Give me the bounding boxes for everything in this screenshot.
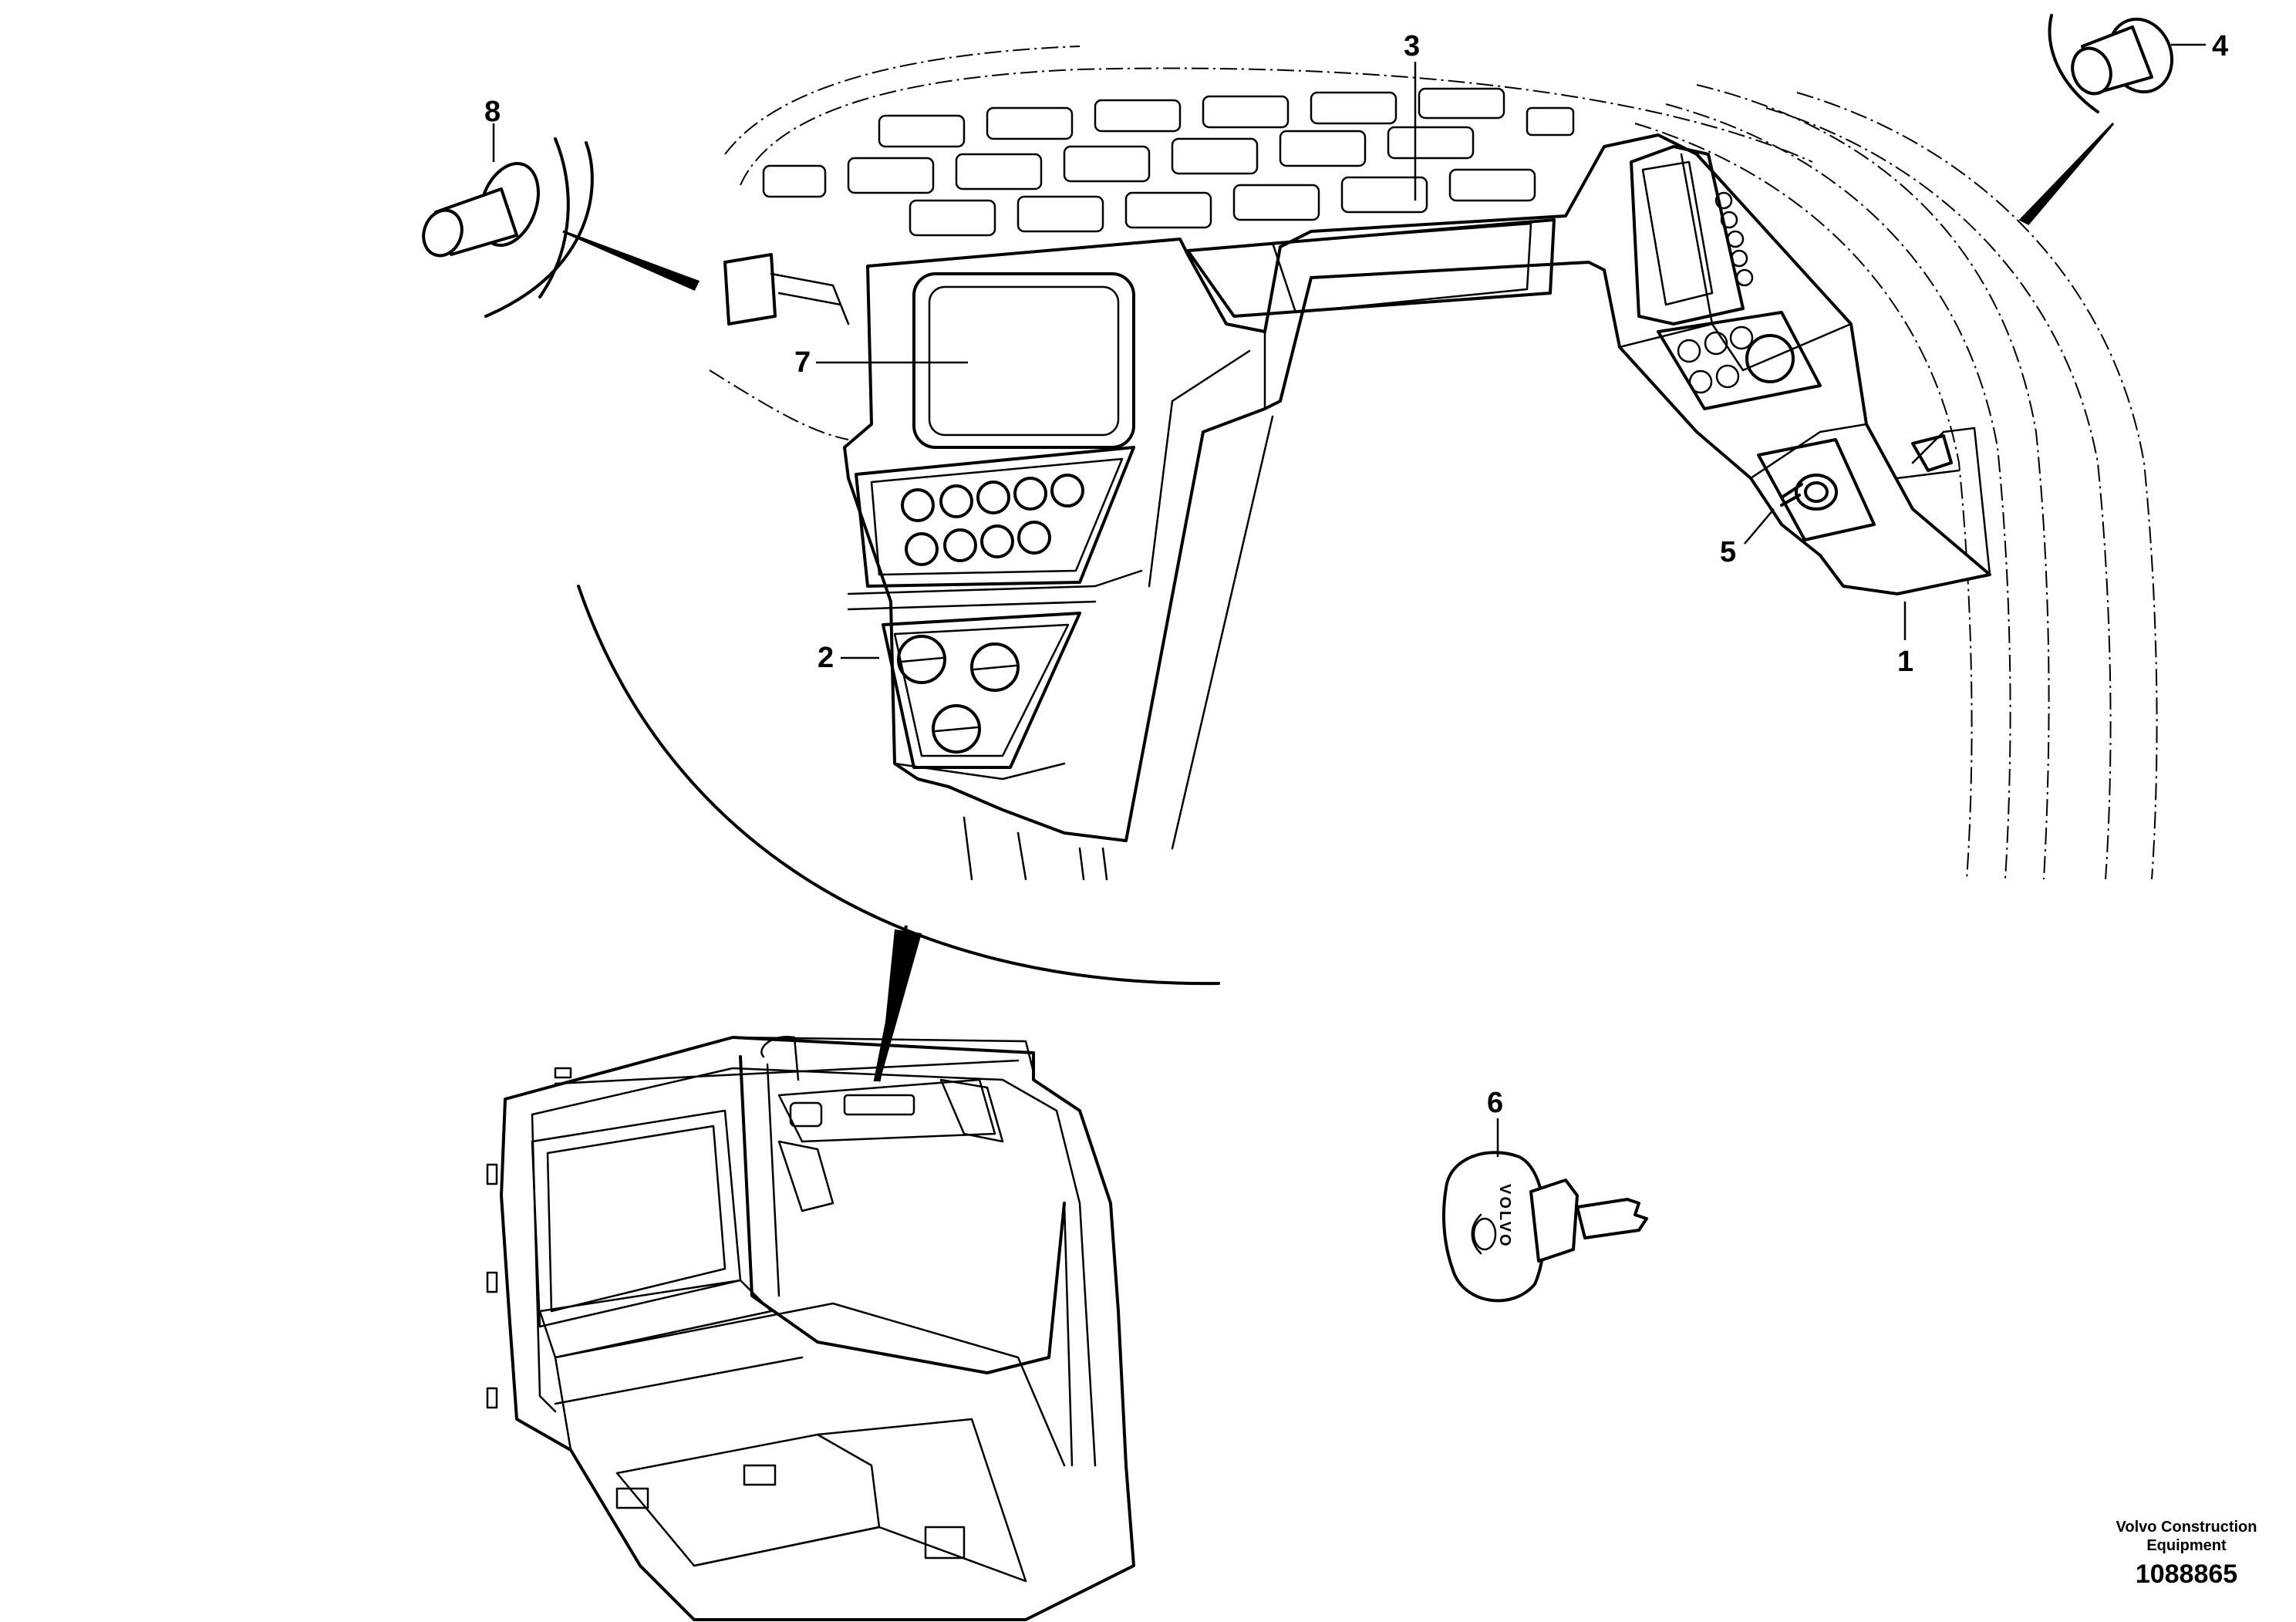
knob-part-4 bbox=[2018, 14, 2206, 225]
callout-5: 5 bbox=[1720, 536, 1736, 568]
key-logo-text: VOLVO bbox=[1496, 1184, 1513, 1249]
credit-line-1: Volvo Construction bbox=[2116, 1519, 2257, 1536]
callouts: 8 3 4 7 5 2 1 6 bbox=[484, 30, 2228, 1119]
switch-panel bbox=[855, 446, 1135, 588]
key-part-6 bbox=[1442, 1118, 1648, 1303]
callout-6: 6 bbox=[1487, 1087, 1503, 1119]
callout-2: 2 bbox=[818, 642, 834, 674]
callout-7: 7 bbox=[794, 346, 811, 379]
gauge-panel bbox=[882, 612, 1081, 769]
knob-part-8 bbox=[422, 123, 700, 318]
callout-3: 3 bbox=[1404, 30, 1420, 62]
part-number: 1088865 bbox=[2136, 1560, 2237, 1589]
right-side-panel bbox=[1630, 145, 1876, 541]
publisher-credit: Volvo Construction Equipment 1088865 bbox=[2116, 1519, 2257, 1589]
callout-8: 8 bbox=[484, 96, 501, 128]
callout-1: 1 bbox=[1897, 646, 1913, 678]
cab-roof-background bbox=[709, 46, 2158, 880]
display-screen bbox=[912, 272, 1135, 449]
credit-line-2: Equipment bbox=[2146, 1537, 2227, 1554]
instrument-panel-frame bbox=[843, 133, 1991, 881]
mounting-bracket bbox=[1896, 434, 1961, 480]
ignition-switch bbox=[1780, 474, 1838, 511]
cab-overview bbox=[486, 1035, 1135, 1621]
overhead-display bbox=[1186, 218, 1556, 318]
left-bracket bbox=[723, 253, 850, 325]
callout-4: 4 bbox=[2212, 30, 2228, 62]
ceiling-pads bbox=[762, 87, 1575, 237]
